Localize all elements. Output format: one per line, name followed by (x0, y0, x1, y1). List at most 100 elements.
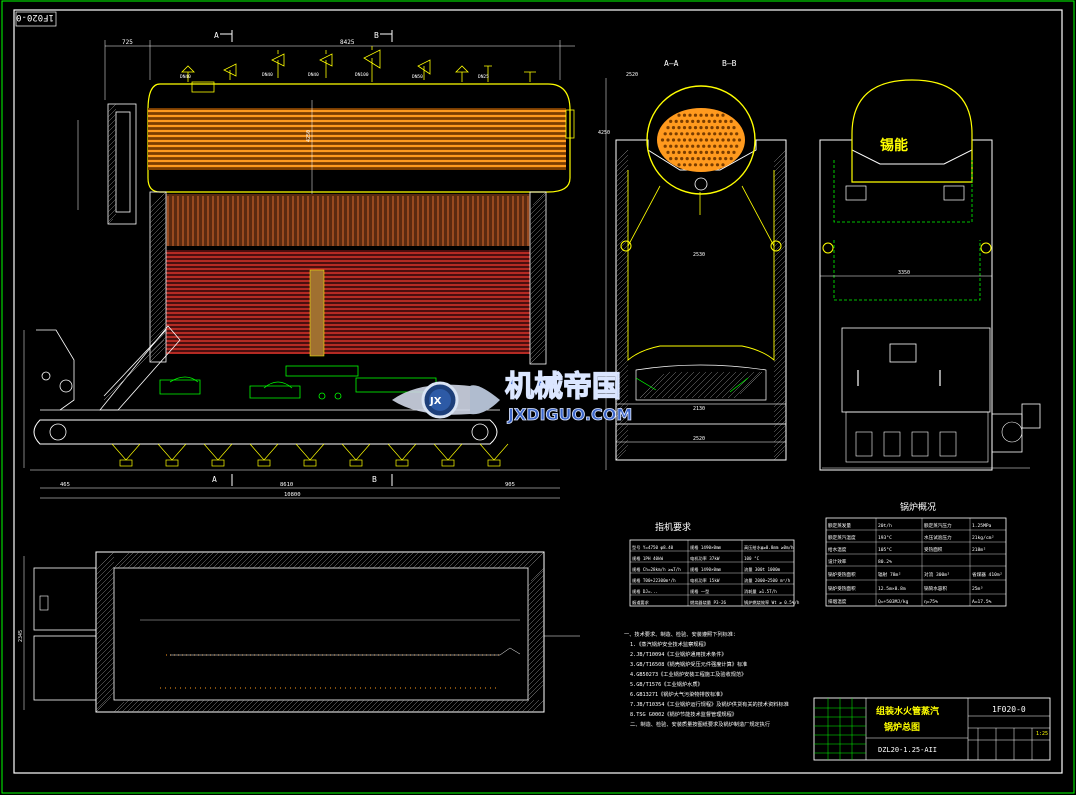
overview-cell: 锅炉受热面积 (828, 571, 856, 578)
overview-cell: 排烟温度 (828, 598, 847, 605)
overview-cell: 锅筒水容积 (924, 585, 947, 592)
furnace-brick-walls (107, 103, 547, 365)
site-watermark: JX 机械帝国 JXDIGUO.COM (392, 368, 633, 424)
overview-cell: 辐射 78m² (878, 571, 901, 578)
overview-cell: 省煤器 410m² (972, 571, 1002, 578)
dim-drum-right: 4250 (306, 130, 312, 142)
plan-view: 2345 (18, 551, 580, 713)
notes-heading: 一、技术要求、制造、检验、安装遵照下列标准： (624, 630, 738, 638)
section-bb-label-top: B—B (722, 59, 737, 68)
section-aa-view: A—A B—B 2520 2130 2530 2520 4250 (598, 59, 787, 470)
boiler-overview-table: 锅炉概况 额定蒸发量 20t/h 额定蒸汽压力 1.25MPa 额定蒸汽温度 193°C 水… (825, 501, 1007, 607)
overview-cell: 额定蒸汽温度 (828, 534, 856, 541)
install-cell: 规格 DJ=... (632, 588, 658, 595)
overview-cell: 193°C (878, 535, 892, 541)
overview-cell: 105°C (878, 547, 892, 553)
aa-drum-dim: 2520 (626, 72, 638, 78)
note-line: 5.GB/T1576《工业锅炉水质》 (630, 680, 703, 688)
dim-mid-span: 8610 (280, 482, 293, 488)
title-name-line1: 组装水火管蒸汽 (876, 705, 939, 717)
overview-cell: A=17.5% (972, 599, 992, 605)
overview-cell: 12.5m×8.8m (878, 586, 906, 592)
install-cell: 100 °C (744, 556, 760, 561)
overview-cell: 设计效率 (828, 558, 847, 565)
install-cell: 规格 1PH 40kW (632, 555, 664, 562)
title-name-line2: 锅炉总图 (883, 721, 920, 733)
svg-text:DN25: DN25 (478, 74, 489, 80)
install-cell: 规格 一型 (690, 588, 709, 595)
note-line: 2.JB/T10094《工业锅炉通用技术条件》 (630, 650, 727, 658)
overview-cell: 受热面积 (924, 546, 943, 553)
title-block: 组装水火管蒸汽 锅炉总图 DZL20-1.25-AII 1F020-0 1:25 (813, 697, 1051, 761)
dim-aa-upper: 2530 (693, 252, 705, 258)
svg-text:DN40: DN40 (262, 72, 273, 78)
note-line: 6.GB13271《锅炉大气污染物排放标准》 (630, 690, 726, 698)
svg-text:DN50: DN50 (412, 74, 423, 80)
overview-cell: η=75% (924, 599, 938, 605)
convection-tube-bank (166, 250, 530, 357)
dim-left-height: 2345 (18, 630, 24, 642)
dim-aa-width: 2520 (693, 436, 705, 442)
watermark-brand-en: JXDIGUO.COM (507, 405, 632, 424)
dim-right-span: 905 (505, 482, 515, 488)
svg-text:DN40: DN40 (180, 74, 191, 80)
overview-cell: 给水温度 (828, 546, 847, 553)
install-cell: 消耗量 ≥1.5T/h (744, 588, 777, 595)
note-line: 1.《蒸汽锅炉安全技术监察规程》 (630, 640, 709, 648)
note-line: 4.GB50273《工业锅炉安装工程施工及验收规范》 (630, 670, 746, 678)
note-line: 二、制造、检验、安装质量按图纸要求及锅炉制造厂规定执行 (630, 720, 770, 728)
drum-shell (147, 83, 571, 193)
dim-left-span: 465 (60, 482, 70, 488)
install-cell: 规格 Ch=28km/h ≥≤T/h (632, 566, 681, 573)
overview-cell: 对流 300m² (924, 571, 950, 578)
watermark-brand-cn: 机械帝国 (505, 369, 621, 403)
install-cell: 流量 300t 1000m (744, 566, 781, 573)
svg-text:DN100: DN100 (355, 72, 369, 78)
rotated-number-box (15, 11, 57, 27)
overview-cell: 水压试验压力 (924, 534, 952, 541)
overview-cell: 额定蒸汽压力 (924, 522, 952, 529)
install-cell: 锅炉燃烧效率 Wt ≥ 0.5%/h (744, 599, 800, 606)
overview-cell: 1.25MPa (972, 523, 992, 529)
dim-aa-inner: 2130 (693, 406, 705, 412)
install-cell: 烟道要求 (632, 599, 650, 606)
note-line: 8.TSG G0002《锅炉节能技术监督管理规程》 (630, 710, 737, 718)
bb-drum-outline (851, 79, 973, 183)
overview-cell: 额定蒸发量 (828, 522, 851, 529)
technical-notes: 一、技术要求、制造、检验、安装遵照下列标准： 1.《蒸汽锅炉安全技术监察规程》 2… (624, 630, 789, 728)
install-cell: 电机功率 15kW (690, 577, 720, 584)
install-title: 指机要求 (655, 521, 691, 533)
install-cell: 电机功率 37kW (690, 555, 720, 562)
section-b-bottom: B (372, 475, 377, 484)
drum-valves (181, 46, 536, 82)
overview-title: 锅炉概况 (900, 501, 936, 513)
install-cell: 规格 1490×0mm (690, 566, 722, 573)
overview-cell: 20t/h (878, 523, 892, 529)
overview-cell: 80.2% (878, 559, 892, 565)
title-model: DZL20-1.25-AII (878, 746, 937, 754)
install-cell: 流量 2000~2500 m³/h (744, 577, 791, 584)
note-line: 3.GB/T16508《锅壳锅炉受压元件强度计算》标准 (630, 660, 747, 668)
aa-side-dim: 4250 (598, 130, 610, 136)
overview-cell: 21kg/cm² (972, 535, 994, 541)
aa-drum-circle (646, 85, 756, 195)
overview-cell: 锅炉受热面积 (828, 585, 856, 592)
outer-border (13, 9, 1063, 774)
dim-total-length: 10800 (284, 492, 301, 498)
bb-stamp-text: 锡能 (880, 137, 908, 154)
install-cell: 规格 1490×0mm (690, 544, 722, 551)
watermark-logo-text: JX (429, 396, 442, 407)
note-line: 7.JB/T10354《工业锅炉运行规程》及锅炉供货有关的技术资料标准 (630, 700, 789, 708)
fire-tube-bank (148, 100, 566, 196)
upper-water-wall (166, 194, 530, 246)
watermark-logo: JX (392, 381, 500, 419)
overview-cell: 25m³ (972, 586, 983, 592)
section-aa-label: A—A (664, 59, 679, 68)
dim-bb-width: 3350 (898, 270, 910, 276)
install-cell: 高压给水φ≥0.8mm ≥0m/h (744, 544, 794, 551)
dim-left-small: 725 (122, 39, 133, 46)
